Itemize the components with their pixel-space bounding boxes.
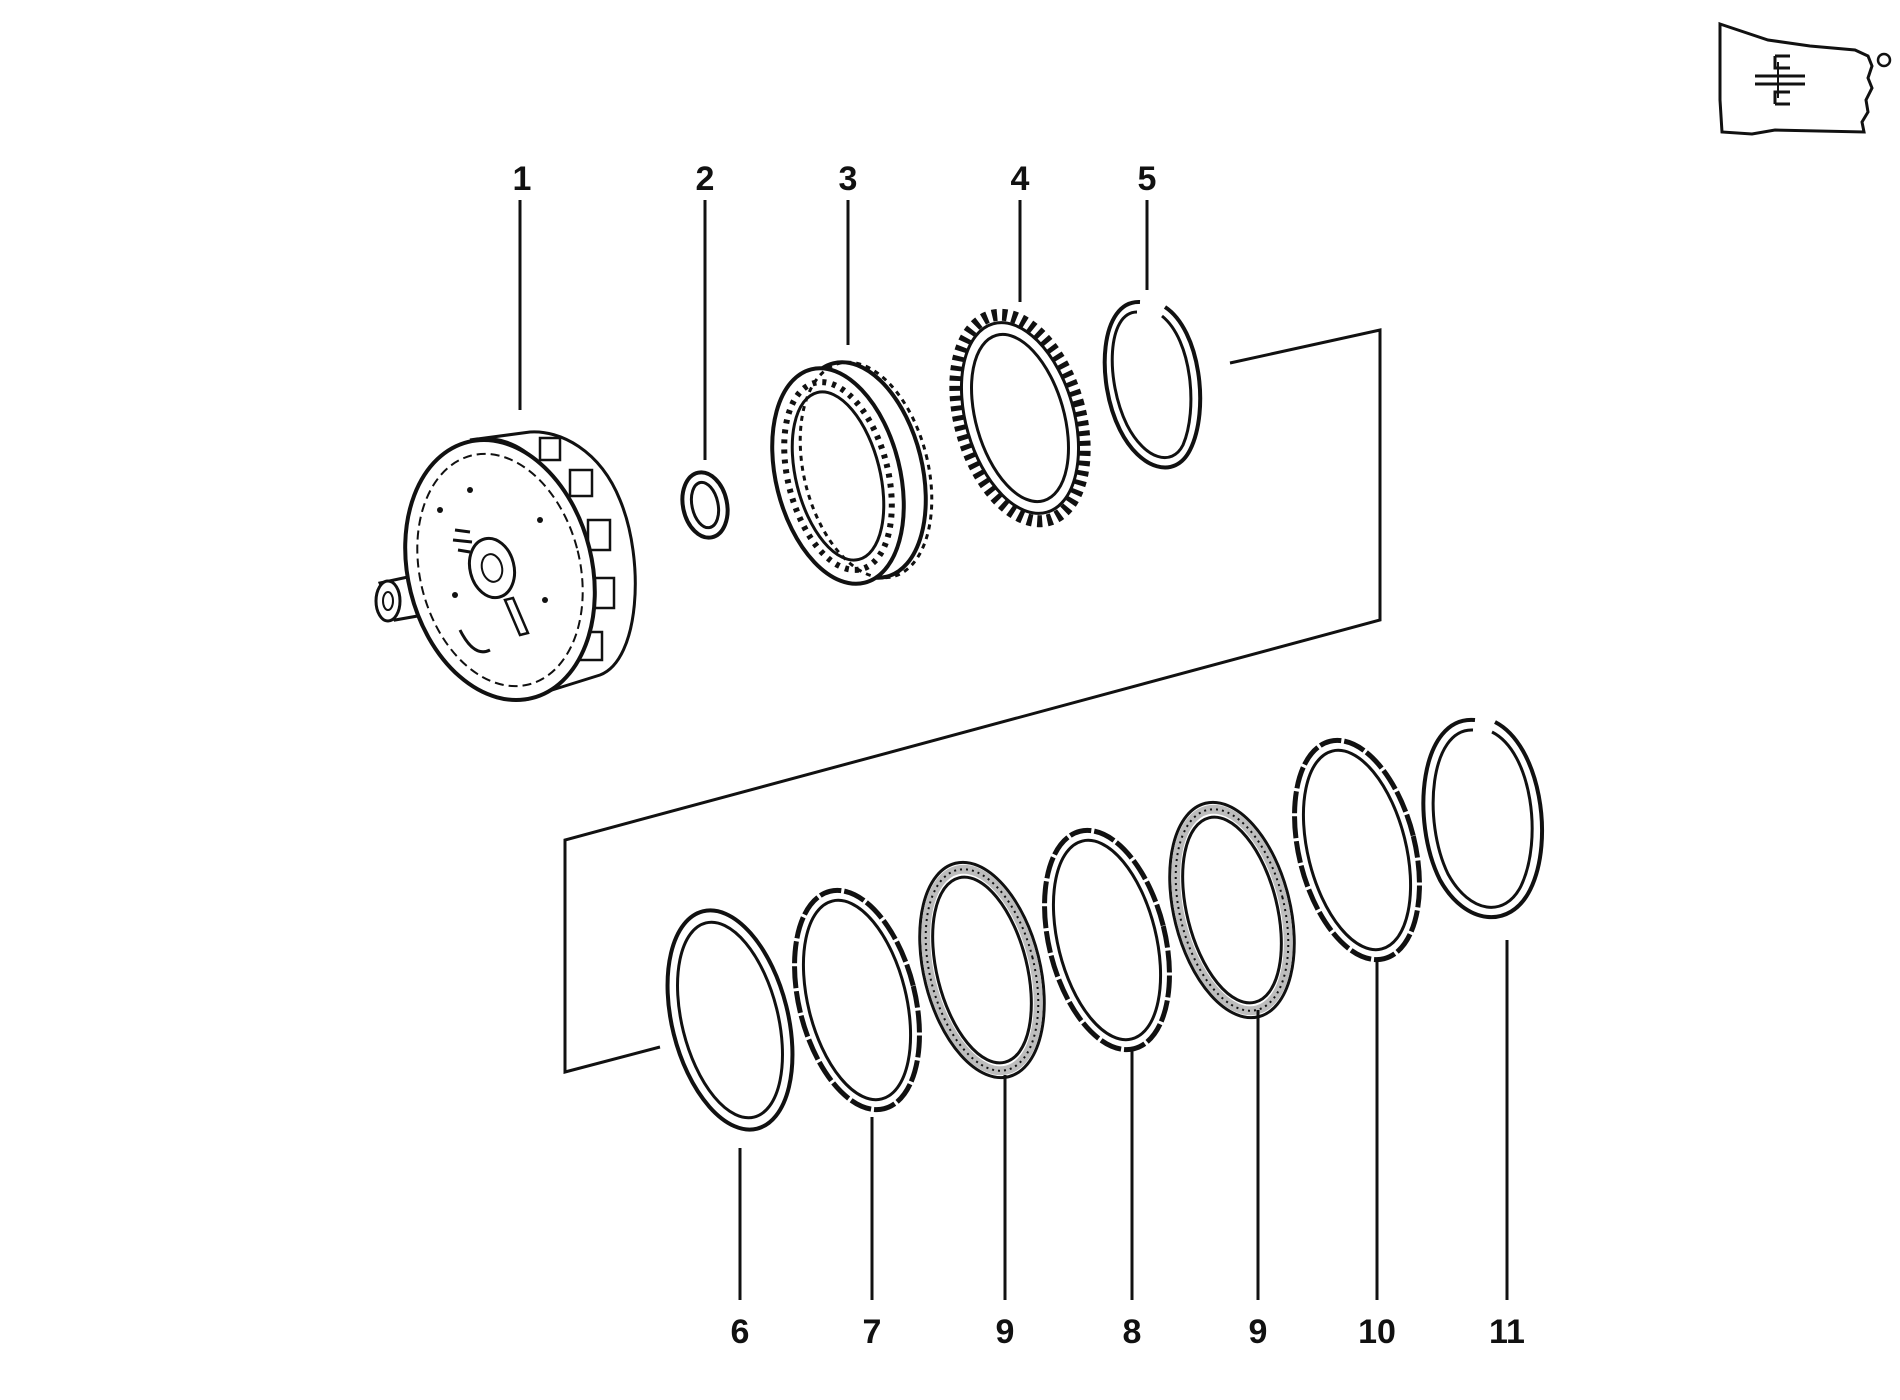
leader-lines (518, 200, 1509, 1300)
callout-9b: 9 (1249, 1313, 1268, 1351)
callout-4: 4 (1011, 160, 1030, 198)
plate-10-part (1292, 737, 1422, 963)
toothed-ring-part (949, 308, 1091, 528)
friction-disc-9a-part (918, 860, 1046, 1080)
clutch-drum-part (374, 430, 637, 702)
plate-8-part (1042, 827, 1172, 1053)
plate-7-part (792, 887, 922, 1113)
assembly-bracket-line (563, 328, 1382, 1074)
splined-hub-ring-part (770, 360, 934, 586)
callout-8: 8 (1123, 1313, 1142, 1351)
callout-2: 2 (696, 160, 715, 198)
callout-6: 6 (731, 1313, 750, 1351)
plate-6-part (665, 908, 795, 1132)
callout-1: 1 (513, 160, 532, 198)
callout-9a: 9 (996, 1313, 1015, 1351)
callout-11: 11 (1489, 1313, 1525, 1351)
small-snap-ring-part (680, 470, 730, 540)
callout-10: 10 (1358, 1313, 1396, 1351)
callout-3: 3 (839, 160, 858, 198)
snap-ring-part (1102, 299, 1203, 470)
callout-7: 7 (863, 1313, 882, 1351)
gearbox-locator-icon (1718, 21, 1892, 136)
friction-disc-9b-part (1168, 800, 1296, 1020)
callout-5: 5 (1138, 160, 1157, 198)
snap-ring-11-part (1421, 717, 1545, 919)
